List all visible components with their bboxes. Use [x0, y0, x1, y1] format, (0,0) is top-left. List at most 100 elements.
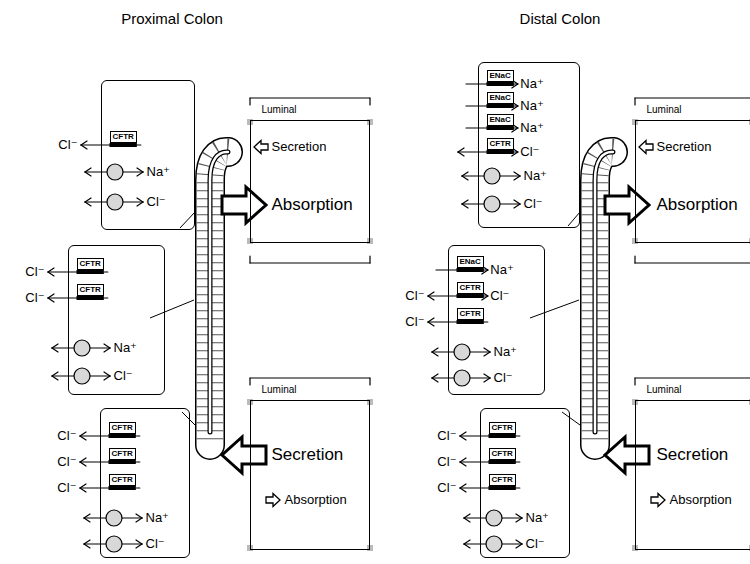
channel-name: CFTR — [460, 283, 481, 292]
exchanger-symbol — [484, 196, 500, 212]
channel-box: CFTR — [110, 131, 137, 143]
tight-junction — [749, 238, 750, 244]
ion-label: Na⁺ — [494, 343, 517, 358]
lumen-bracket — [635, 377, 750, 378]
arrow-head — [80, 488, 86, 492]
arrow-head — [137, 172, 143, 176]
arrow-head — [84, 514, 90, 518]
exchanger-symbol — [454, 370, 470, 386]
arrow-head — [136, 544, 142, 548]
text-holder: Cl⁻ — [524, 196, 543, 211]
channel-box: CFTR — [77, 258, 104, 270]
ion-label: Cl⁻ — [437, 453, 456, 468]
crypt-lumen — [595, 152, 613, 432]
exchanger-symbol — [74, 368, 90, 384]
epithelial-cell: Cl⁻Cl⁻Na⁺Cl⁻CFTRCFTR — [68, 245, 165, 395]
channel-box: CFTR — [487, 138, 514, 150]
arrow-head — [460, 462, 466, 466]
ion-label: Cl⁻ — [437, 427, 456, 442]
arrow-head — [460, 458, 466, 462]
arrow-head — [460, 484, 466, 488]
ion-arrow — [460, 435, 520, 436]
exchanger-symbol — [486, 510, 502, 526]
text-holder: Cl⁻ — [405, 288, 424, 303]
epithelial-cell: Cl⁻Cl⁻Cl⁻Na⁺Cl⁻CFTRCFTRCFTR — [100, 408, 190, 558]
channel-name: CFTR — [112, 423, 133, 432]
arrow-head — [84, 518, 90, 522]
epithelial-cell: Cl⁻Cl⁻Cl⁻Na⁺Cl⁻CFTRCFTRCFTR — [480, 408, 570, 558]
arrow-head — [516, 544, 522, 548]
ion-arrow — [466, 83, 518, 84]
ion-label: Cl⁻ — [57, 453, 76, 468]
ion-label: Cl⁻ — [57, 427, 76, 442]
arrow-head — [464, 514, 470, 518]
channel-name: CFTR — [492, 449, 513, 458]
channel-name: CFTR — [492, 423, 513, 432]
arrow-head — [512, 128, 518, 132]
channel-box: CFTR — [489, 448, 516, 460]
text-holder: Cl⁻ — [57, 480, 76, 495]
arrow-head — [458, 152, 464, 156]
leader-lines — [150, 212, 580, 425]
text-holder: Absorption — [670, 492, 732, 507]
luminal-label: Luminal — [262, 104, 297, 115]
ion-label: Na⁺ — [520, 119, 543, 134]
ion-arrow — [428, 321, 488, 322]
arrow-head — [85, 172, 91, 176]
arrow-head — [464, 540, 470, 544]
crypt-lumen — [210, 152, 228, 432]
channel-name: CFTR — [492, 475, 513, 484]
text-holder: Cl⁻ — [437, 454, 456, 469]
text-holder: Na⁺ — [524, 168, 547, 183]
ion-label: Cl⁻ — [146, 535, 165, 550]
text-holder: Secretion — [657, 445, 729, 465]
absorption-arrow — [605, 187, 649, 223]
arrow-head — [462, 204, 468, 208]
flux-label: Secretion — [272, 138, 327, 153]
arrow-head — [136, 518, 142, 522]
ion-label: Na⁺ — [490, 261, 513, 276]
arrow-head — [432, 374, 438, 378]
ion-label: Cl⁻ — [57, 479, 76, 494]
channel-name: ENaC — [490, 93, 511, 102]
text-holder: Secretion — [657, 139, 712, 154]
ion-label: Cl⁻ — [405, 313, 424, 328]
text-holder: Luminal — [262, 384, 297, 396]
ion-arrow — [48, 271, 108, 272]
column-title: Proximal Colon — [121, 10, 223, 27]
flux-label: Secretion — [657, 445, 729, 464]
arrow-head — [52, 372, 58, 376]
arrow-head — [428, 292, 434, 296]
channel-name: CFTR — [80, 285, 101, 294]
ion-arrow — [80, 487, 140, 488]
text-holder: Na⁺ — [147, 164, 170, 179]
arrow-head — [460, 488, 466, 492]
ion-arrow — [458, 151, 518, 152]
ion-label: Cl⁻ — [490, 287, 509, 302]
channel-box: CFTR — [457, 282, 484, 294]
arrow-head — [512, 152, 518, 156]
channel-box: CFTR — [489, 474, 516, 486]
lumen-bracket — [635, 97, 750, 98]
exchanger-symbol — [107, 164, 123, 180]
text-holder: Na⁺ — [146, 510, 169, 525]
leader-line — [150, 300, 194, 318]
ion-arrow — [81, 144, 141, 145]
ion-label: Na⁺ — [147, 163, 170, 178]
text-holder: Na⁺ — [526, 510, 549, 525]
flux-arrows — [222, 141, 665, 507]
epithelial-cell: Na⁺Cl⁻Cl⁻Cl⁻Na⁺Cl⁻ENaCCFTRCFTR — [448, 245, 545, 395]
arrow-head — [136, 540, 142, 544]
arrow-head — [516, 518, 522, 522]
channel-name: CFTR — [112, 475, 133, 484]
arrow-head — [104, 344, 110, 348]
lumen-bracket — [249, 256, 250, 263]
arrow-head — [482, 296, 488, 300]
lumen-bracket — [635, 262, 750, 263]
channel-name: ENaC — [460, 257, 481, 266]
exchanger-symbol — [107, 194, 123, 210]
arrow-head — [462, 200, 468, 204]
arrow-head — [428, 322, 434, 326]
leader-line — [180, 212, 195, 228]
lumen-bracket — [634, 378, 635, 385]
